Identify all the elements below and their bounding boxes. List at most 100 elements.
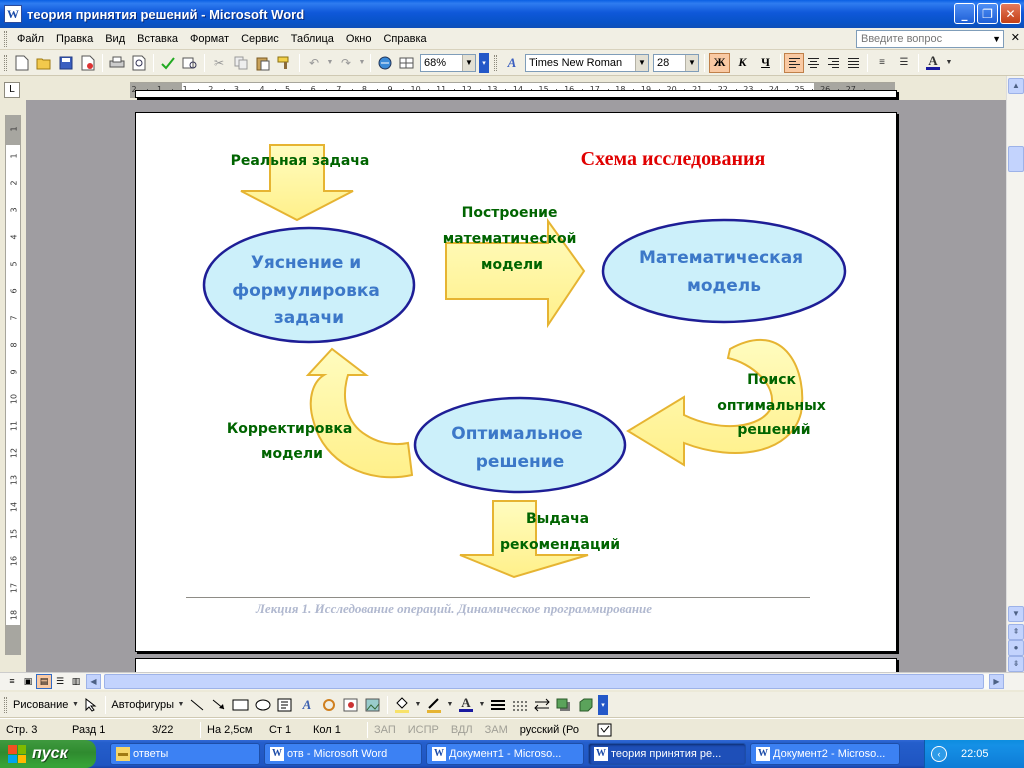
toolbar-options-icon[interactable]: ▾	[598, 694, 608, 715]
outline-view-icon[interactable]: ☰	[55, 676, 65, 686]
picture-icon[interactable]	[363, 695, 383, 715]
scroll-thumb[interactable]	[1008, 146, 1024, 172]
chevron-down-icon[interactable]: ▼	[414, 701, 422, 708]
chevron-down-icon[interactable]: ▼	[478, 701, 486, 708]
menu-table[interactable]: Таблица	[290, 32, 334, 45]
scroll-right-icon[interactable]: ▶	[989, 674, 1004, 689]
scroll-up-icon[interactable]: ▲	[1008, 78, 1024, 94]
bold-button[interactable]: Ж	[709, 52, 730, 73]
spelling-status-icon[interactable]	[595, 720, 615, 740]
toolbar-grip[interactable]	[4, 30, 7, 47]
previous-page-icon[interactable]: ⇞	[1008, 624, 1024, 640]
horizontal-scroll-thumb[interactable]	[104, 674, 984, 689]
menu-tools[interactable]: Сервис	[241, 32, 279, 45]
undo-icon[interactable]: ↶	[308, 55, 320, 70]
arrow-style-icon[interactable]	[532, 695, 552, 715]
toolbar-options-icon[interactable]: ▾	[479, 52, 489, 73]
wordart-icon[interactable]: A	[302, 696, 312, 712]
normal-view-icon[interactable]: ≡	[9, 676, 15, 686]
spelling-icon[interactable]	[158, 53, 178, 73]
vertical-scrollbar[interactable]: ▲ ▼ ⇞ ● ⇟	[1006, 76, 1024, 672]
chevron-down-icon[interactable]: ▼	[992, 34, 1001, 44]
chevron-down-icon[interactable]: ▼	[945, 59, 953, 66]
scroll-down-icon[interactable]: ▼	[1008, 606, 1024, 622]
chevron-down-icon[interactable]: ▼	[358, 59, 366, 66]
status-track-changes[interactable]: ИСПР	[407, 723, 439, 736]
word-app-icon[interactable]: W	[4, 5, 22, 23]
font-size-select[interactable]: 28 ▼	[653, 53, 699, 72]
redo-icon[interactable]: ↷	[340, 55, 352, 70]
zoom-select[interactable]: 68% ▼	[420, 53, 476, 72]
chevron-down-icon[interactable]: ▼	[326, 59, 334, 66]
status-overtype[interactable]: ЗАМ	[484, 723, 508, 736]
status-extend[interactable]: ВДЛ	[450, 723, 473, 736]
rectangle-icon[interactable]	[231, 695, 251, 715]
taskbar-item-document1[interactable]: W Документ1 - Microso...	[426, 743, 584, 765]
draw-menu[interactable]: Рисование	[13, 698, 69, 711]
textbox-icon[interactable]	[275, 695, 295, 715]
cut-icon[interactable]: ✂	[213, 55, 225, 70]
status-record[interactable]: ЗАП	[374, 723, 396, 736]
chevron-down-icon[interactable]: ▼	[462, 54, 475, 71]
start-button[interactable]: пуск	[0, 740, 96, 768]
print-layout-icon[interactable]: ▤	[36, 674, 52, 689]
bullets-icon[interactable]: ☰	[899, 57, 909, 68]
font-name-select[interactable]: Times New Roman ▼	[525, 53, 649, 72]
align-center-icon[interactable]	[804, 53, 824, 73]
align-right-icon[interactable]	[824, 53, 844, 73]
3d-style-icon[interactable]	[576, 695, 596, 715]
format-painter-icon[interactable]	[275, 53, 295, 73]
tables-borders-icon[interactable]	[397, 53, 417, 73]
toolbar-grip[interactable]	[494, 54, 497, 71]
styles-icon[interactable]: A	[507, 54, 517, 70]
taskbar-item-document2[interactable]: W Документ2 - Microso...	[750, 743, 900, 765]
chevron-down-icon[interactable]: ▼	[71, 701, 79, 708]
italic-button[interactable]: К	[738, 55, 747, 69]
chevron-down-icon[interactable]: ▼	[446, 701, 454, 708]
shadow-style-icon[interactable]	[554, 695, 574, 715]
menu-insert[interactable]: Вставка	[137, 32, 179, 45]
menu-view[interactable]: Вид	[105, 32, 126, 45]
hyperlink-icon[interactable]	[375, 53, 395, 73]
select-objects-icon[interactable]	[81, 695, 101, 715]
clock[interactable]: 22:05	[961, 748, 989, 760]
taskbar-item-otv-word[interactable]: W отв - Microsoft Word	[264, 743, 422, 765]
font-color-icon[interactable]: A	[923, 53, 943, 73]
taskbar-item-answers[interactable]: ▬ ответы	[110, 743, 260, 765]
toolbar-grip[interactable]	[4, 54, 7, 71]
browse-object-icon[interactable]: ●	[1008, 640, 1024, 656]
document-close-icon[interactable]: ✕	[1010, 31, 1020, 44]
print-icon[interactable]	[107, 53, 127, 73]
chevron-down-icon[interactable]: ▼	[177, 701, 185, 708]
scroll-left-icon[interactable]: ◀	[86, 674, 101, 689]
align-left-icon[interactable]	[784, 52, 804, 73]
taskbar-item-decision-theory[interactable]: W теория принятия ре...	[588, 743, 746, 765]
numbering-icon[interactable]: ≡	[879, 57, 885, 68]
restore-button[interactable]: ❐	[977, 3, 998, 24]
current-page[interactable]: Схема исследования Реальная задача Постр…	[135, 112, 897, 652]
copy-icon[interactable]	[231, 53, 251, 73]
next-page-icon[interactable]: ⇟	[1008, 656, 1024, 672]
horizontal-scrollbar[interactable]: ◀ ▶	[86, 674, 1004, 689]
line-icon[interactable]	[187, 695, 207, 715]
chevron-down-icon[interactable]: ▼	[685, 54, 698, 71]
tray-chevron-icon[interactable]: ‹	[931, 746, 947, 762]
menu-edit[interactable]: Правка	[56, 32, 94, 45]
arrow-icon[interactable]	[209, 695, 229, 715]
menu-file[interactable]: Файл	[17, 32, 45, 45]
research-icon[interactable]	[180, 53, 200, 73]
status-language[interactable]: русский (Ро	[519, 723, 579, 736]
oval-icon[interactable]	[253, 695, 273, 715]
document-area[interactable]: Схема исследования Реальная задача Постр…	[26, 90, 1006, 688]
ask-question-input[interactable]: Введите вопрос ▼	[856, 30, 1004, 48]
autoshapes-menu[interactable]: Автофигуры	[111, 698, 174, 711]
clipart-icon[interactable]	[341, 695, 361, 715]
minimize-button[interactable]: _	[954, 3, 975, 24]
permission-icon[interactable]	[78, 53, 98, 73]
justify-icon[interactable]	[844, 53, 864, 73]
new-document-icon[interactable]	[12, 53, 32, 73]
line-color-icon[interactable]	[424, 695, 444, 715]
save-icon[interactable]	[56, 53, 76, 73]
tab-selector[interactable]: L	[4, 82, 20, 98]
